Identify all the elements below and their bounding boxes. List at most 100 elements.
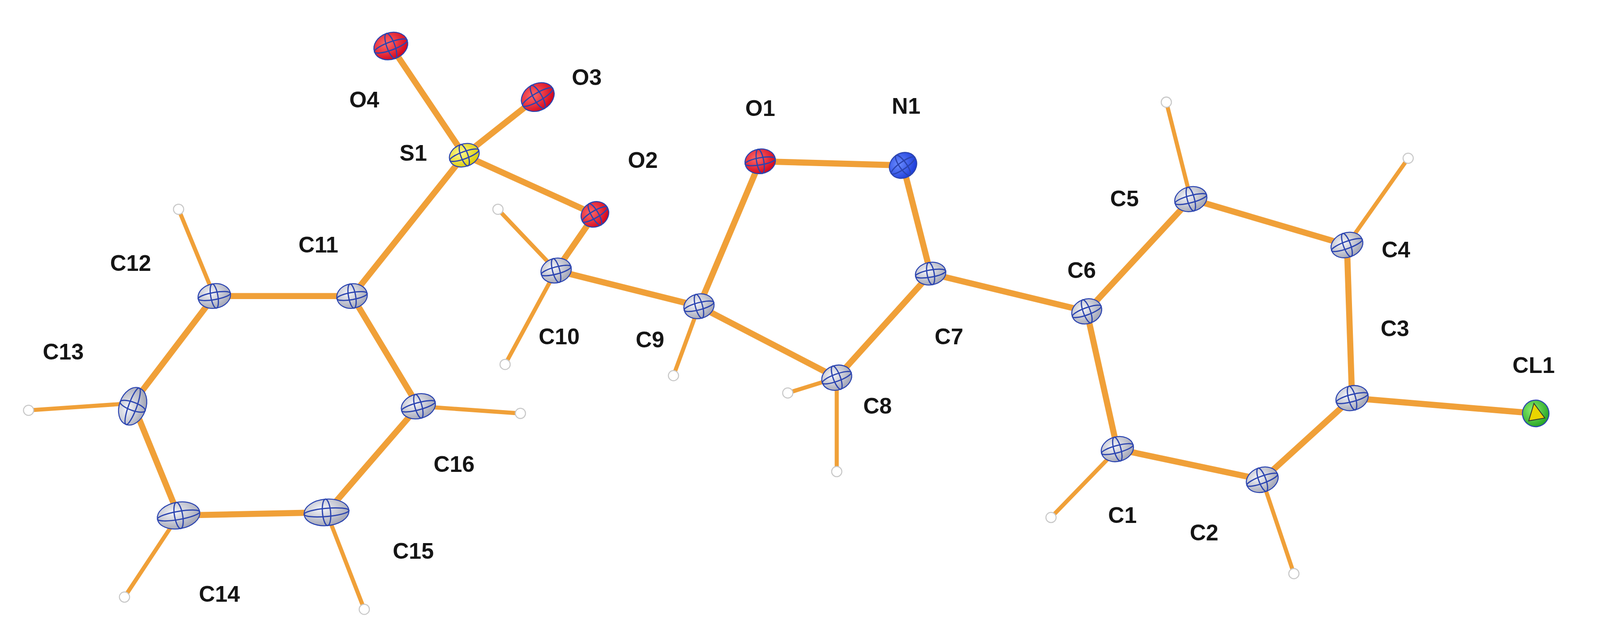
ellipsoid <box>576 196 614 232</box>
bond <box>28 403 133 411</box>
ellipsoid <box>155 498 203 533</box>
bond <box>326 406 419 513</box>
ellipsoid-axis <box>692 293 706 320</box>
ellipsoid-axis <box>527 83 548 111</box>
ellipsoid-axis <box>197 289 232 303</box>
atom-label: C12 <box>110 252 152 275</box>
ellipsoid-axis <box>1330 235 1364 254</box>
ellipsoid-axis <box>303 506 350 519</box>
bond <box>214 292 353 300</box>
ellipsoid-axis <box>821 368 853 386</box>
atom <box>369 27 412 65</box>
bond <box>351 295 419 407</box>
atom-label: O4 <box>349 88 380 112</box>
ellipsoid <box>538 254 574 287</box>
atom <box>113 383 152 430</box>
ellipsoid <box>445 139 483 172</box>
bond <box>1351 397 1536 414</box>
ellipsoid <box>398 389 439 423</box>
bond <box>390 46 465 156</box>
atom <box>1403 153 1414 164</box>
ellipsoid <box>516 77 560 118</box>
atom <box>1045 512 1057 523</box>
atom <box>576 196 614 232</box>
atom <box>1172 183 1211 216</box>
bond <box>930 273 1087 312</box>
ellipsoid <box>196 281 233 312</box>
ellipsoid-axis <box>382 32 399 60</box>
ellipsoid-axis <box>1245 470 1280 489</box>
atom <box>303 497 351 528</box>
atom <box>445 139 483 172</box>
atom-label: C11 <box>298 233 339 257</box>
atom <box>359 604 370 615</box>
bond <box>698 161 761 307</box>
atom-label: C15 <box>392 539 434 563</box>
ellipsoid-axis <box>321 498 332 527</box>
atom <box>782 387 793 398</box>
ellipsoid-axis <box>1345 385 1359 411</box>
ellipsoid-axis <box>122 386 144 427</box>
hydrogen-atoms <box>23 97 1413 615</box>
bond <box>1262 479 1295 574</box>
atom-label: O2 <box>628 149 659 172</box>
ellipsoid-axis <box>208 283 220 309</box>
atom <box>196 281 233 312</box>
bond <box>1190 199 1348 246</box>
atom-label: C5 <box>1110 187 1139 210</box>
ellipsoid-axis <box>1071 302 1103 320</box>
ellipsoid-axis <box>118 397 147 415</box>
bond <box>1166 102 1191 200</box>
bond <box>556 270 699 307</box>
atom <box>1520 397 1552 429</box>
atom <box>1068 294 1106 329</box>
atom-label: C3 <box>1380 317 1410 340</box>
ellipsoid <box>743 146 778 176</box>
atom-label: S1 <box>399 141 428 165</box>
atom <box>668 370 679 381</box>
ellipsoid-axis <box>172 501 185 530</box>
atom <box>743 146 778 176</box>
bond <box>1262 397 1353 480</box>
ellipsoid-axis <box>1254 466 1271 493</box>
ellipsoid <box>113 383 152 430</box>
ellipsoid <box>1520 397 1552 429</box>
ellipsoid-axis <box>400 398 437 415</box>
atom-label: C1 <box>1108 504 1137 527</box>
atom-label: CL1 <box>1512 354 1555 377</box>
ellipsoid-axis <box>520 84 555 110</box>
ellipsoid-axis <box>1174 191 1208 207</box>
atom <box>538 254 574 287</box>
ellipsoid-axis <box>346 283 358 309</box>
atom-label: C4 <box>1381 238 1411 261</box>
ellipsoid <box>1333 381 1372 415</box>
atom-label: C2 <box>1189 521 1219 544</box>
atom <box>680 290 717 323</box>
atom-label: C9 <box>635 328 665 351</box>
ellipsoid-axis <box>754 148 766 175</box>
atom-label: O1 <box>745 97 776 120</box>
ellipsoid-axis <box>1079 298 1095 325</box>
atom <box>515 408 526 419</box>
bond <box>132 295 214 403</box>
bond <box>1347 158 1409 246</box>
atom <box>492 204 504 215</box>
atom <box>1288 568 1300 579</box>
ellipsoid-axis <box>336 289 368 303</box>
atom-label: C14 <box>198 582 240 606</box>
ellipsoid-axis <box>1110 436 1125 463</box>
atom <box>155 498 203 533</box>
ellipsoid <box>680 290 717 323</box>
atom-label: C7 <box>934 325 964 348</box>
atom <box>23 405 34 416</box>
atom-label: C16 <box>433 453 475 476</box>
bond <box>1117 449 1263 480</box>
bond <box>834 377 839 472</box>
ellipsoid-octant <box>1525 402 1545 421</box>
ellipsoid-axis <box>744 155 776 168</box>
ellipsoid <box>1242 462 1282 497</box>
ellipsoid-axis <box>893 153 913 178</box>
bonds <box>132 46 1536 516</box>
